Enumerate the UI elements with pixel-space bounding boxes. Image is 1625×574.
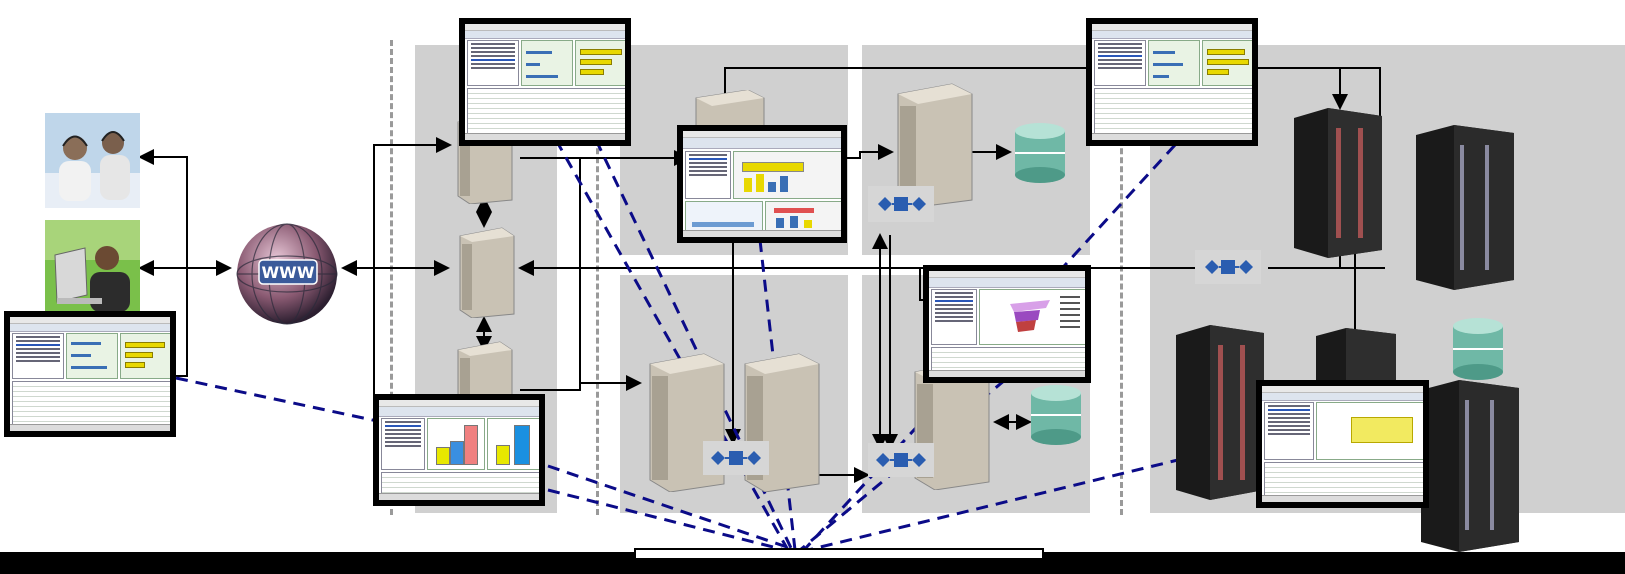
message-flow-node	[703, 441, 769, 475]
tier-separator	[390, 40, 393, 515]
database-cylinder-icon	[1453, 318, 1503, 380]
message-flow-icon	[711, 451, 761, 465]
monitoring-screenshot-users	[4, 311, 176, 437]
message-flow-node	[868, 443, 934, 477]
monitoring-screenshot-app-server	[677, 125, 847, 243]
monitoring-screenshot-thread-pool	[373, 394, 545, 506]
message-flow-icon	[1205, 260, 1253, 274]
message-flow-node	[868, 186, 934, 222]
call-center-agents-photo	[45, 113, 140, 208]
message-flow-icon	[876, 453, 926, 467]
database-cylinder-icon	[1031, 385, 1081, 445]
mainframe-icon	[1176, 325, 1264, 500]
www-label: WWW	[262, 263, 315, 282]
monitoring-screenshot-response-time	[923, 265, 1091, 383]
headset-users-icon	[45, 113, 140, 208]
monitoring-screenshot-cics-wait	[1256, 380, 1429, 508]
mainframe-icon	[1294, 108, 1382, 258]
response-time-chart	[1010, 296, 1080, 332]
mainframe-icon	[1416, 125, 1514, 290]
tier-separator	[596, 40, 599, 515]
mainframe-icon	[1421, 380, 1519, 552]
laptop-user-photo	[45, 220, 140, 315]
tower-server-icon	[897, 83, 973, 207]
mainframe-icon	[1316, 328, 1396, 388]
monitoring-screenshot-web	[459, 18, 631, 146]
central-monitoring-console	[634, 548, 1044, 560]
message-flow-icon	[878, 197, 926, 211]
message-flow-node	[1195, 250, 1261, 284]
laptop-user-icon	[45, 220, 140, 315]
tier-separator	[1120, 40, 1123, 515]
database-cylinder-icon	[1015, 123, 1065, 183]
monitoring-screenshot-mainframe-link	[1086, 18, 1258, 146]
tower-server-icon	[459, 227, 515, 318]
www-globe-icon: WWW	[236, 223, 338, 325]
